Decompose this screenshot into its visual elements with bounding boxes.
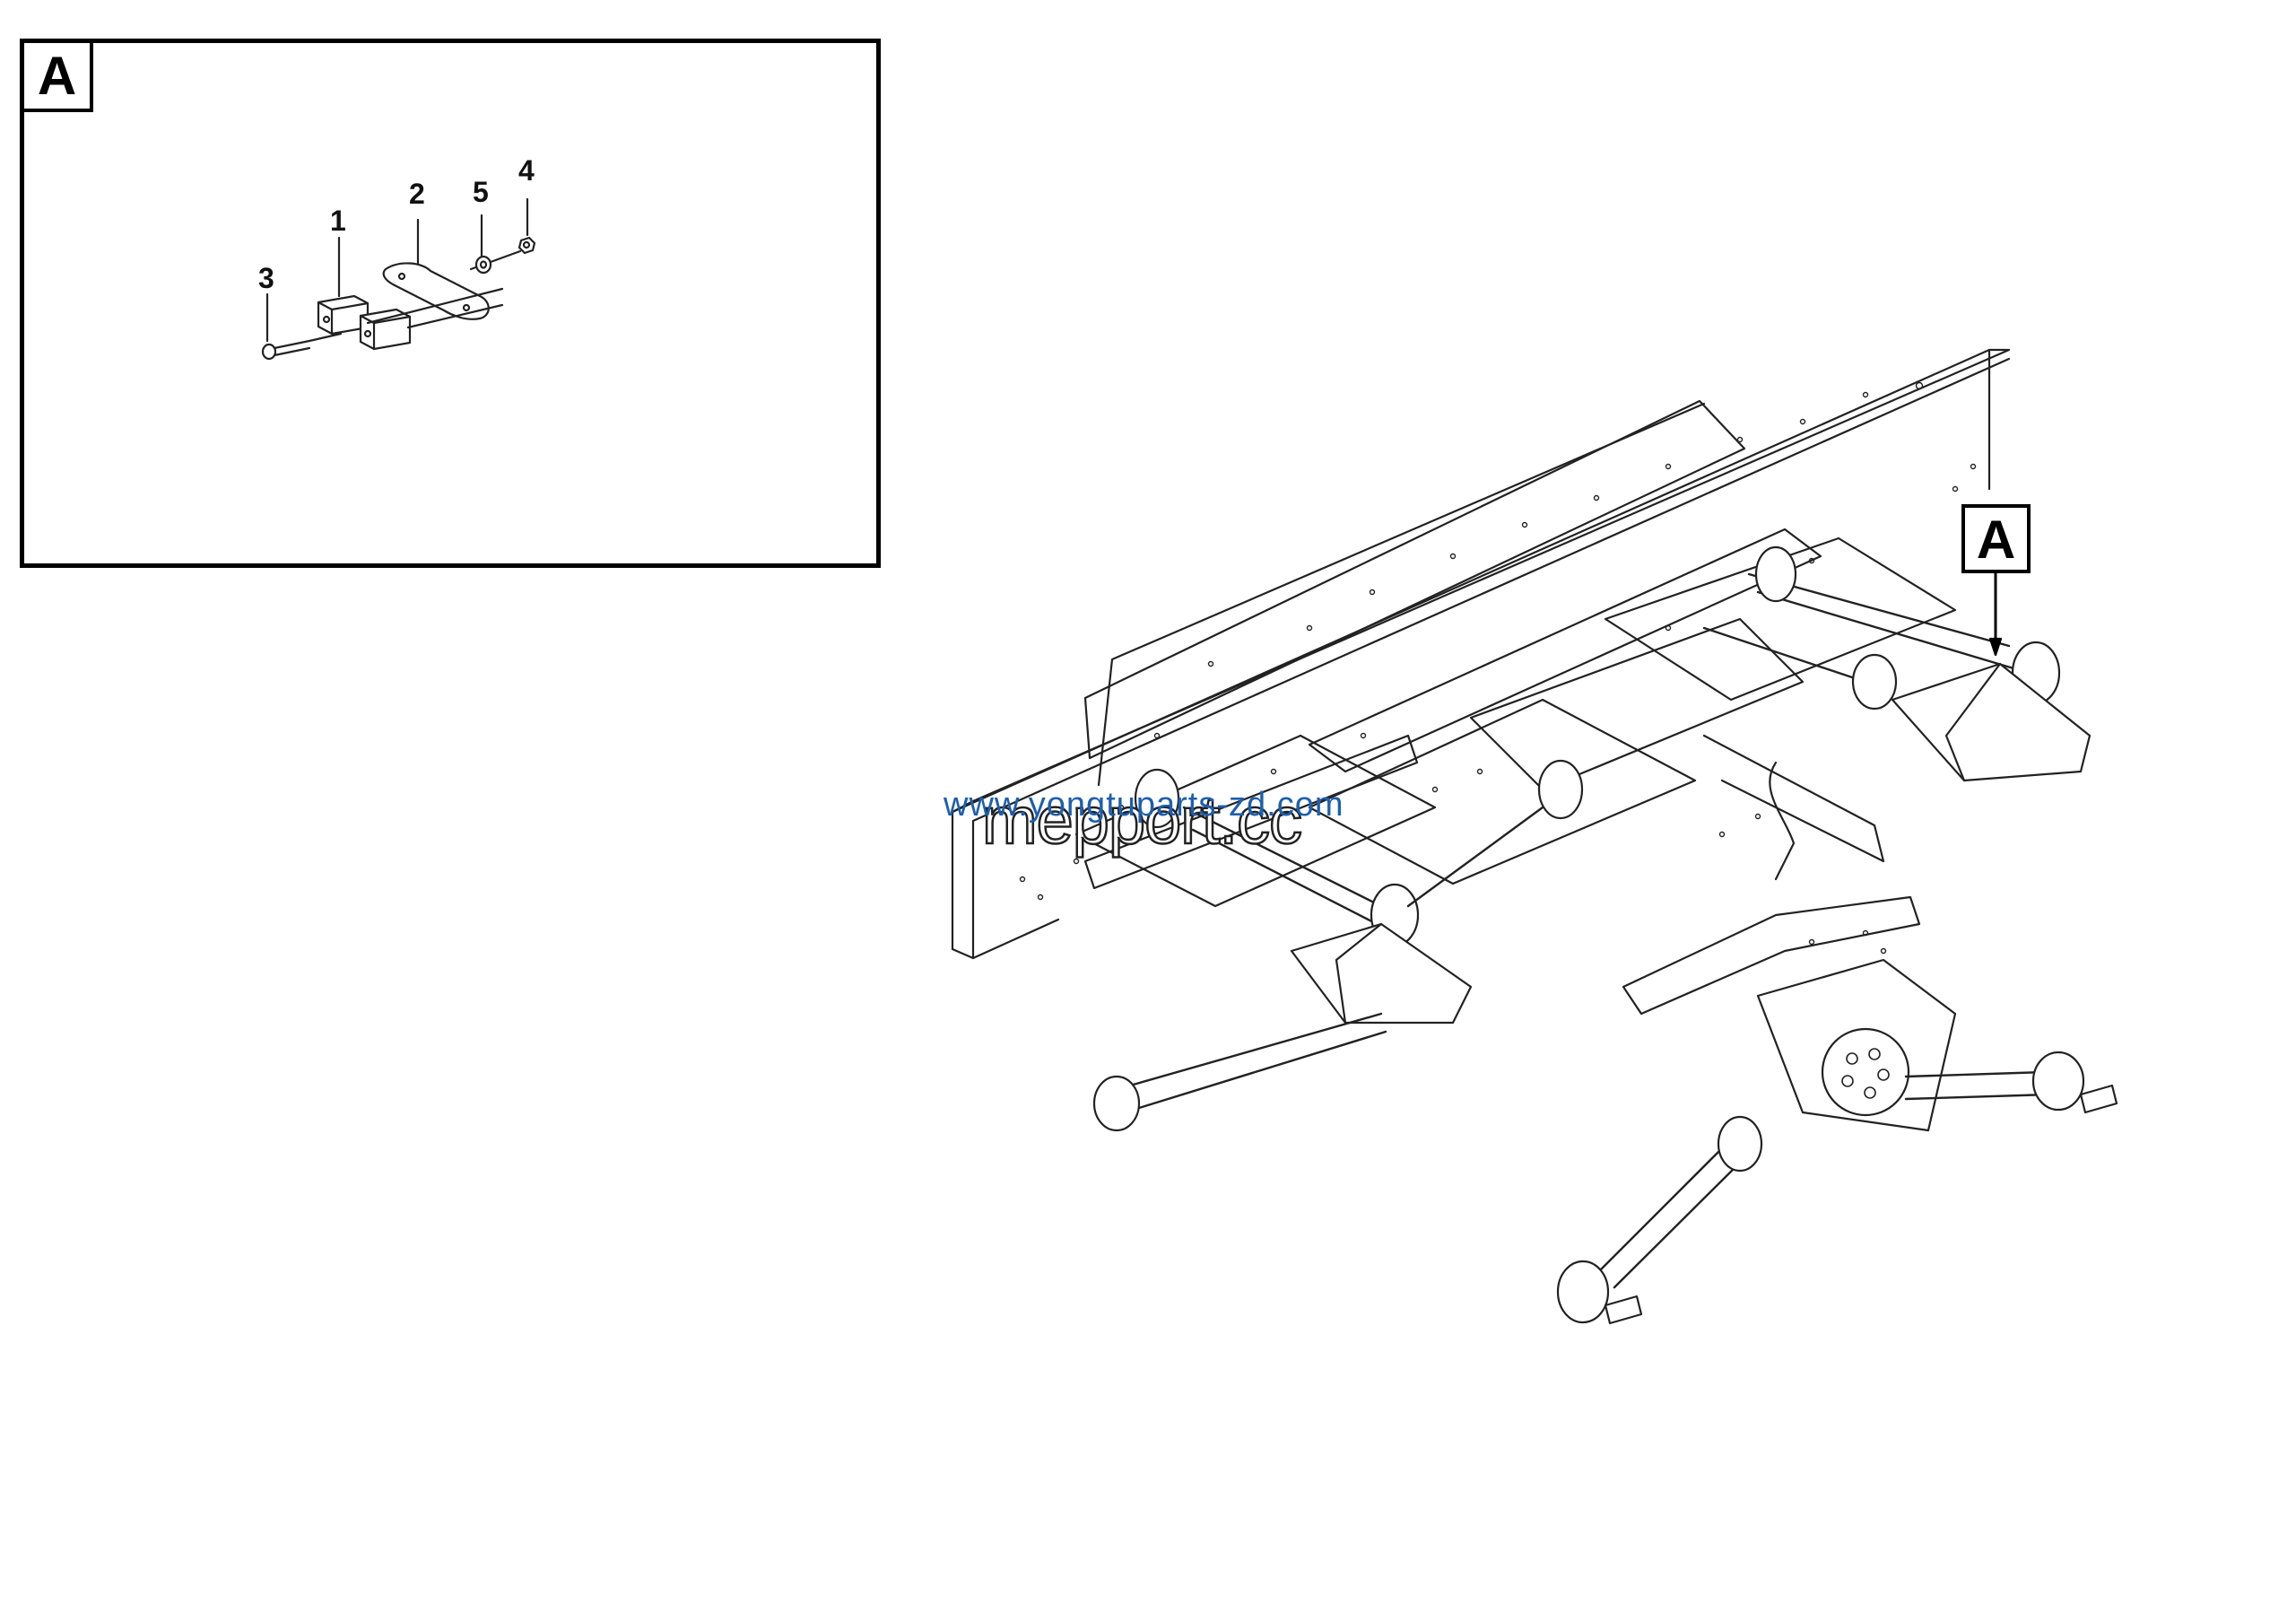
part-number-1: 1 — [330, 205, 346, 237]
chassis-frame — [951, 348, 2011, 1016]
detail-exploded-assembly — [261, 197, 536, 361]
detail-callout-a: A — [1961, 504, 2031, 573]
callout-arrow — [1988, 571, 2003, 657]
part-number-5: 5 — [473, 176, 489, 208]
detail-view-a: A — [20, 39, 881, 568]
part-number-3: 3 — [258, 262, 274, 294]
part-number-4: 4 — [518, 154, 535, 187]
watermark-overlay: mepport.cc — [981, 782, 1304, 859]
lower-torque-rods — [1092, 958, 2118, 1325]
watermark-url: www.yongtuparts-zd.com — [944, 786, 1344, 824]
upper-torque-rods — [1134, 545, 2092, 1025]
detail-view-tag: A — [24, 43, 93, 112]
part-number-2: 2 — [409, 178, 425, 210]
